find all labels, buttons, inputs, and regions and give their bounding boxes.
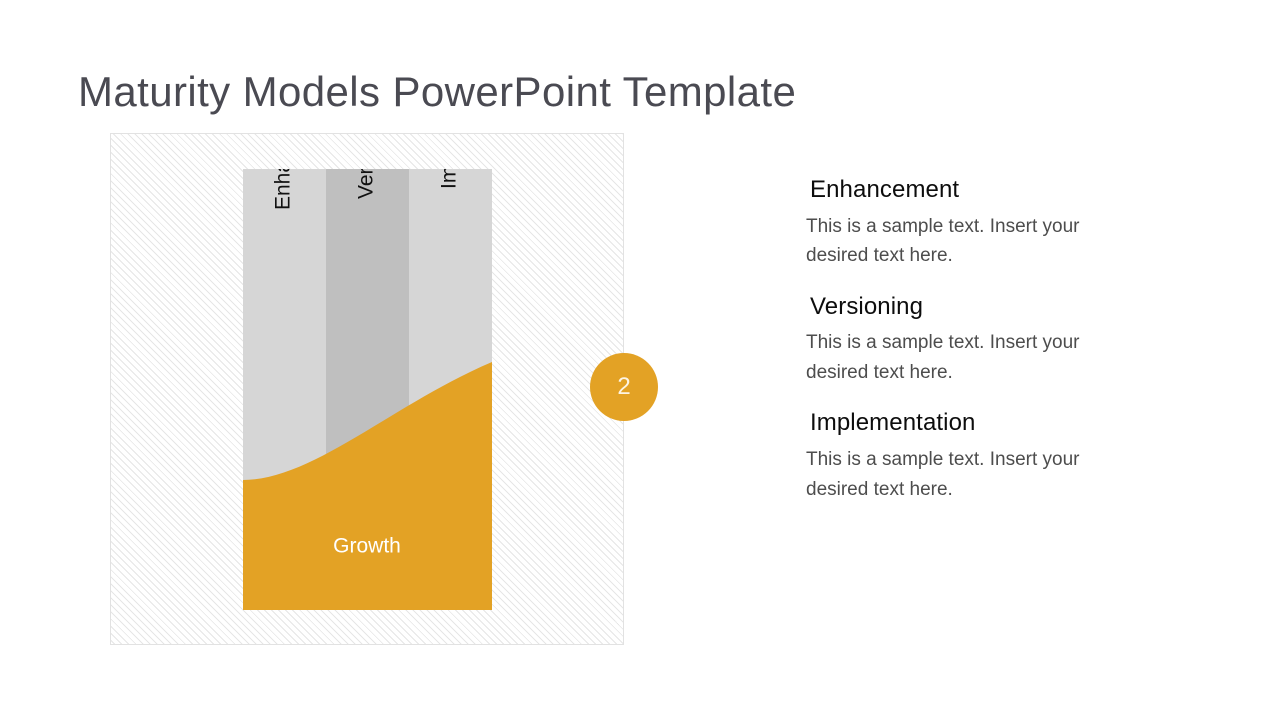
list-item: Versioning This is a sample text. Insert… [806, 293, 1136, 388]
growth-label: Growth [333, 535, 401, 558]
stage-label-enhancement: Enhancement [272, 169, 295, 210]
stage-label-versioning: Versioning [355, 169, 378, 199]
maturity-model-chart: Enhancement Versioning Implementation Gr… [243, 169, 492, 610]
list-item: Implementation This is a sample text. In… [806, 409, 1136, 504]
item-heading-implementation: Implementation [810, 409, 976, 437]
item-heading-enhancement: Enhancement [810, 176, 960, 203]
stage-label-implementation: Implementation [438, 169, 461, 189]
growth-curve-area [243, 362, 492, 610]
item-heading-versioning: Versioning [810, 292, 924, 320]
step-badge-number: 2 [617, 373, 631, 400]
item-body-enhancement: This is a sample text. Insert your desir… [806, 215, 1080, 267]
list-item: Enhancement This is a sample text. Inser… [806, 176, 1136, 271]
item-body-implementation: This is a sample text. Insert your desir… [806, 449, 1080, 500]
step-badge[interactable]: 2 [590, 353, 658, 421]
item-body-versioning: This is a sample text. Insert your desir… [806, 332, 1080, 383]
page-title: Maturity Models PowerPoint Template [78, 68, 797, 116]
content-list: Enhancement This is a sample text. Inser… [806, 176, 1136, 504]
